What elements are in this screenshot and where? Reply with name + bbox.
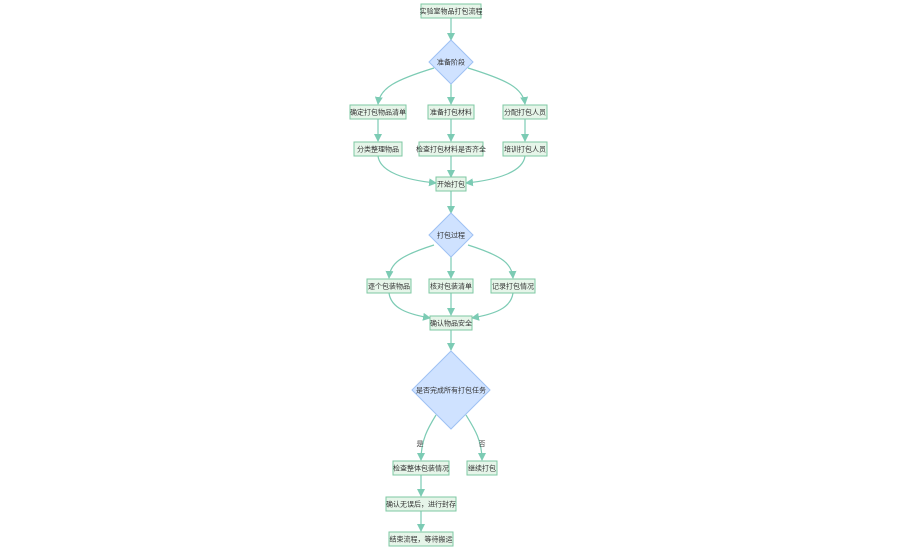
node-check-materials: 检查打包材料是否齐全: [416, 141, 486, 157]
node-confirm-list-label: 确定打包物品清单: [350, 108, 406, 117]
node-assign-staff: 分配打包人员: [502, 104, 548, 120]
node-start-packing: 开始打包: [435, 176, 467, 192]
node-continue-label: 继续打包: [468, 464, 496, 473]
edge-train-to-start: [465, 155, 526, 187]
edge-decision-yes: [417, 414, 437, 461]
edge-pack-each-to-safe: [388, 292, 431, 321]
node-confirm-safe-label: 确认物品安全: [430, 319, 472, 328]
node-start-packing-label: 开始打包: [437, 180, 465, 189]
node-continue: 继续打包: [466, 460, 498, 476]
node-confirm-safe: 确认物品安全: [429, 315, 473, 331]
node-packing-process-label: 打包过程: [437, 231, 465, 240]
node-end-label: 结束流程，等待搬运: [390, 535, 453, 544]
edges: [374, 18, 529, 532]
node-assign-staff-label: 分配打包人员: [504, 108, 546, 117]
node-end: 结束流程，等待搬运: [388, 531, 454, 547]
node-prepare-materials-label: 准备打包材料: [430, 108, 472, 117]
edge-label-no: 否: [479, 440, 486, 448]
node-check-overall-label: 检查整体包装情况: [393, 464, 449, 473]
node-confirm-list: 确定打包物品清单: [349, 104, 407, 120]
node-title: 实验室物品打包流程: [420, 3, 483, 19]
node-train-staff: 培训打包人员: [502, 141, 548, 157]
node-all-done-decision: 是否完成所有打包任务: [411, 350, 491, 430]
node-pack-each: 逐个包装物品: [366, 278, 412, 294]
edge-prep-to-staff: [467, 67, 529, 105]
node-pack-each-label: 逐个包装物品: [368, 282, 410, 291]
node-check-materials-label: 检查打包材料是否齐全: [416, 145, 486, 154]
node-prepare-materials: 准备打包材料: [427, 104, 475, 120]
node-title-label: 实验室物品打包流程: [420, 7, 483, 16]
node-record-status-label: 记录打包情况: [492, 282, 534, 291]
node-train-staff-label: 培训打包人员: [504, 145, 546, 154]
node-sort-items-label: 分类整理物品: [357, 145, 399, 154]
edge-record-to-safe: [471, 292, 514, 321]
edge-sort-to-start: [377, 155, 437, 187]
edge-process-to-record: [467, 244, 517, 279]
node-seal: 确认无误后，进行封存: [385, 496, 457, 512]
node-verify-list: 核对包装清单: [428, 278, 474, 294]
node-packing-process: 打包过程: [428, 212, 474, 258]
node-check-overall: 检查整体包装情况: [392, 460, 450, 476]
node-sort-items: 分类整理物品: [353, 141, 403, 157]
node-verify-list-label: 核对包装清单: [430, 282, 472, 291]
edge-prep-to-confirm-list: [374, 67, 435, 105]
node-seal-label: 确认无误后，进行封存: [386, 500, 456, 509]
edge-label-yes: 是: [417, 440, 424, 448]
node-prep-stage: 准备阶段: [428, 39, 474, 85]
node-all-done-label: 是否完成所有打包任务: [416, 386, 486, 395]
edge-process-to-pack-each: [385, 244, 435, 279]
node-record-status: 记录打包情况: [490, 278, 536, 294]
edge-decision-no: [465, 414, 486, 461]
node-prep-stage-label: 准备阶段: [437, 58, 465, 67]
